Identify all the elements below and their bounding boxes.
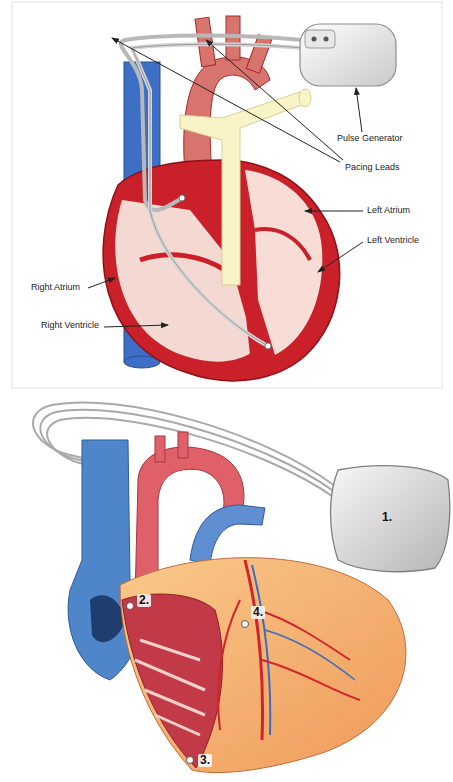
part-label: Pacing Leads (344, 163, 401, 173)
part-label: Left Ventricle (366, 236, 420, 246)
part-label: Right Atrium (30, 283, 81, 293)
part-label: Right Ventricle (40, 321, 100, 331)
callout-number: 4. (251, 606, 265, 619)
part-label: Pulse Generator (336, 134, 404, 144)
callout-number: 1. (380, 511, 394, 524)
part-label: Left Atrium (366, 206, 411, 216)
callout-number: 2. (137, 594, 151, 607)
callout-number: 3. (198, 754, 212, 767)
